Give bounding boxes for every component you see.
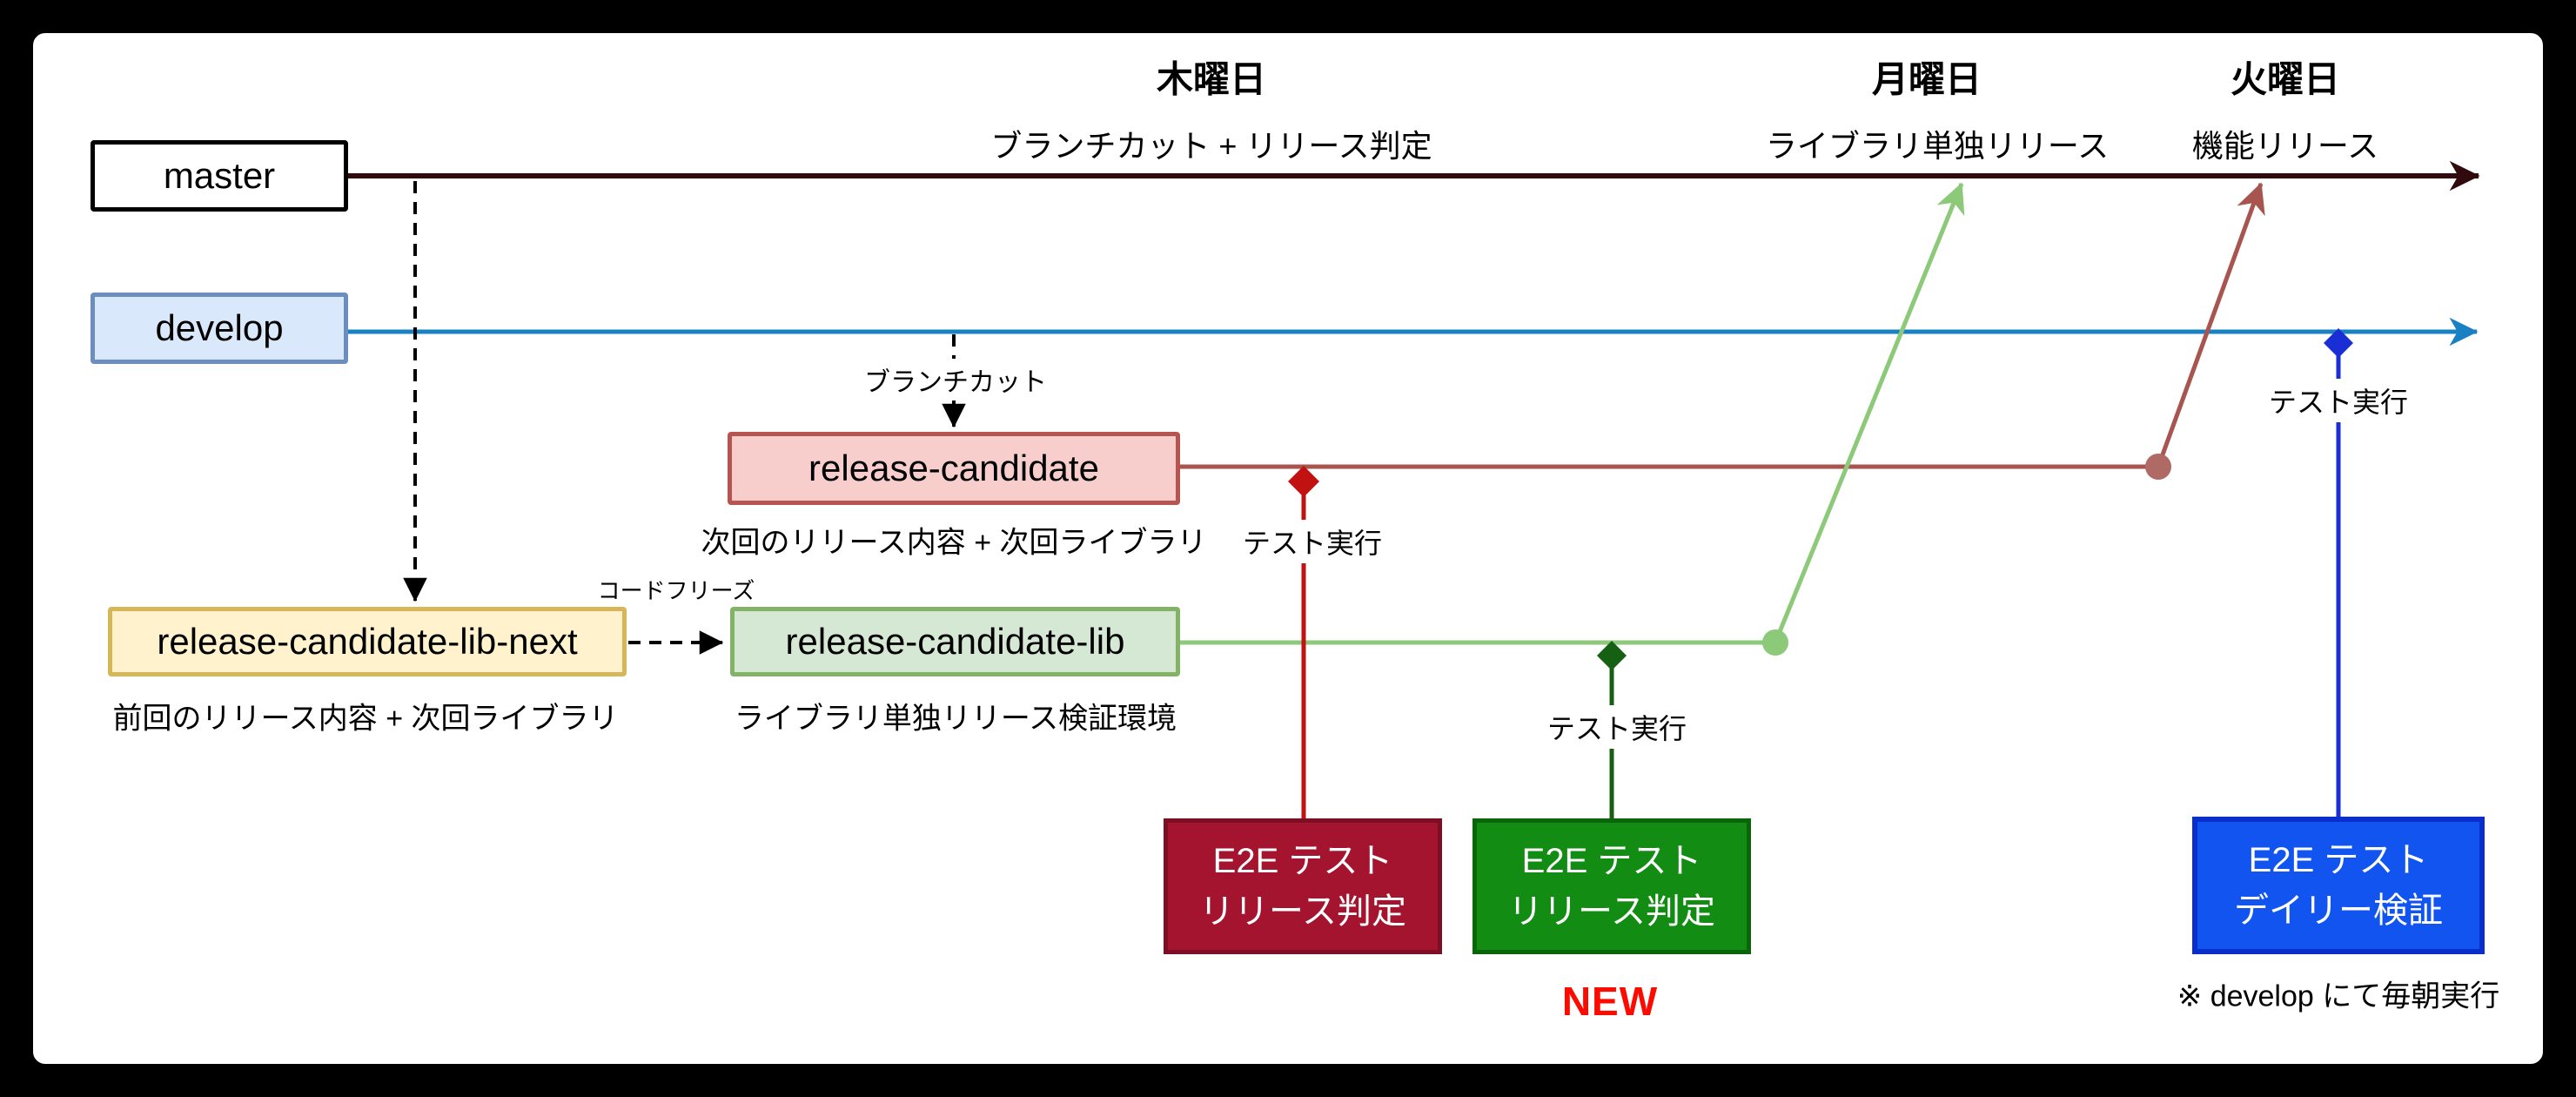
- develop-branch-box: develop: [91, 293, 348, 364]
- e2e-green-line2: リリース判定: [1508, 892, 1715, 931]
- release-candidate-lib-caption: ライブラリ単独リリース検証環境: [734, 702, 1177, 736]
- release-candidate-box: release-candidate: [728, 432, 1180, 505]
- master-branch-box: master: [91, 140, 348, 212]
- test-run-label-lib: テスト実行: [1536, 705, 1698, 749]
- test-run-label-rc: テスト実行: [1231, 520, 1393, 563]
- release-candidate-lib-next-label: release-candidate-lib-next: [157, 621, 578, 662]
- release-candidate-lib-next-box: release-candidate-lib-next: [108, 607, 627, 676]
- header-monday-day: 月曜日: [1871, 58, 1982, 100]
- daily-test-note: ※ develop にて毎朝実行: [2177, 979, 2500, 1013]
- release-candidate-caption: 次回のリリース内容 + 次回ライブラリ: [701, 526, 1207, 560]
- release-candidate-lib-next-caption: 前回のリリース内容 + 次回ライブラリ: [112, 702, 619, 736]
- header-thursday-event: ブランチカット + リリース判定: [990, 128, 1432, 164]
- release-candidate-lib-label: release-candidate-lib: [785, 621, 1125, 662]
- e2e-red-line1: E2E テスト: [1212, 842, 1393, 880]
- code-freeze-edge-label: コードフリーズ: [597, 577, 755, 604]
- e2e-blue-line2: デイリー検証: [2234, 892, 2443, 930]
- header-thursday-day: 木曜日: [1156, 58, 1267, 100]
- e2e-release-test-box-green: E2E テスト リリース判定: [1472, 818, 1751, 954]
- e2e-green-line1: E2E テスト: [1521, 842, 1702, 880]
- test-run-label-develop: テスト実行: [2257, 379, 2419, 422]
- e2e-blue-line1: E2E テスト: [2248, 841, 2429, 879]
- header-tuesday-event: 機能リリース: [2191, 128, 2379, 164]
- e2e-release-test-box-red: E2E テスト リリース判定: [1164, 818, 1442, 954]
- release-candidate-label: release-candidate: [808, 448, 1099, 488]
- header-tuesday-day: 火曜日: [2230, 58, 2341, 100]
- develop-branch-label: develop: [155, 307, 284, 348]
- header-monday-event: ライブラリ単独リリース: [1765, 128, 2110, 164]
- e2e-red-line2: リリース判定: [1199, 892, 1406, 931]
- master-branch-label: master: [163, 155, 276, 196]
- release-candidate-lib-box: release-candidate-lib: [730, 607, 1180, 676]
- branch-cut-edge-label: ブランチカット: [855, 359, 1056, 400]
- e2e-daily-test-box-blue: E2E テスト デイリー検証: [2192, 817, 2485, 954]
- new-badge: NEW: [1561, 979, 1659, 1024]
